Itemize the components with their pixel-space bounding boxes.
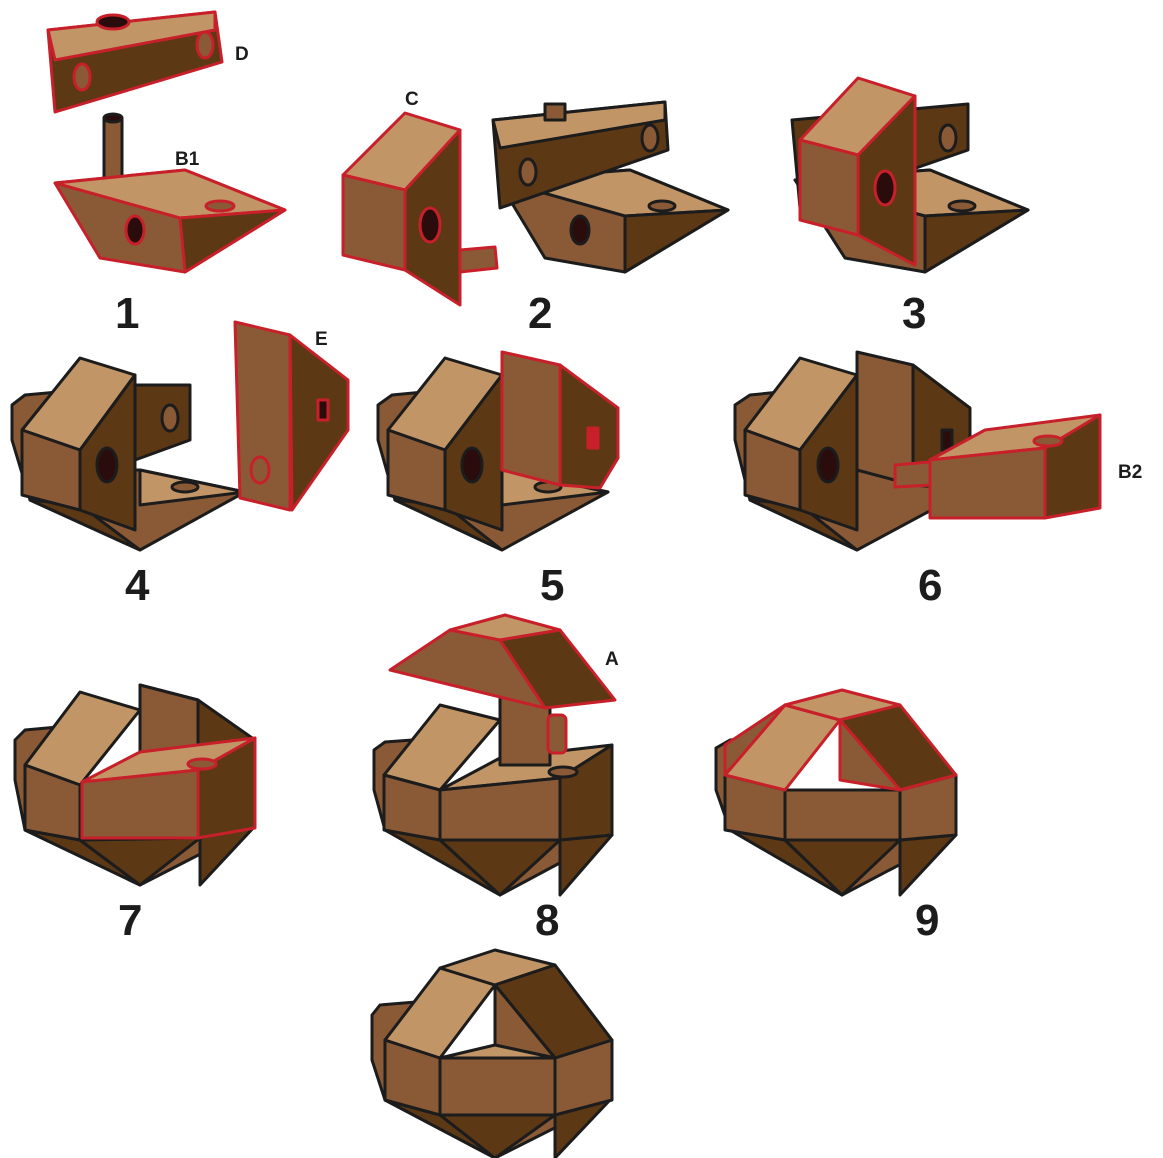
label-part-e: E [315,329,328,350]
part-e-placed [502,352,618,488]
step-3-number: 3 [902,289,926,338]
label-part-b2: B2 [1118,462,1142,483]
step-8-illustration [374,615,615,895]
label-part-b1: B1 [175,149,200,170]
part-d-shape [48,12,222,112]
part-b1-shape [55,114,285,272]
step-5-illustration [378,352,618,550]
step-7-illustration [15,685,255,885]
final-assembled-ball [372,950,612,1158]
part-b2-placed [82,738,255,838]
step-4-illustration [12,322,348,550]
step-1-number: 1 [115,289,139,338]
step-8-number: 8 [535,896,559,945]
label-part-c: C [405,89,419,110]
step-1-illustration [48,12,285,272]
step-4-number: 4 [125,561,150,610]
step-6-illustration [735,352,1100,550]
step-2-illustration [343,102,728,305]
step-5-number: 5 [540,561,564,610]
step-7-number: 7 [118,896,142,945]
label-part-a: A [605,649,619,670]
step-9-number: 9 [915,896,939,945]
step-9-illustration [716,690,956,895]
label-part-d: D [235,44,249,65]
part-a-placed [725,690,956,790]
part-e-shape [235,322,348,510]
part-c-shape [343,113,497,305]
step-6-number: 6 [918,561,942,610]
step-3-illustration [792,78,1028,272]
assembly-step-2 [493,102,728,272]
step-2-number: 2 [528,289,552,338]
